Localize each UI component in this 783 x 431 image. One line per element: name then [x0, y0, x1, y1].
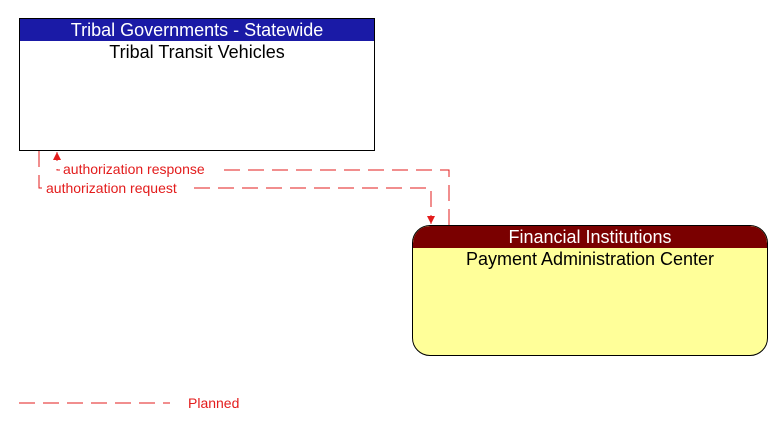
tribal-governments-header: Tribal Governments - Statewide	[20, 19, 374, 41]
payment-administration-center-node[interactable]: Financial Institutions Payment Administr…	[412, 225, 768, 356]
authorization-request-flow[interactable]: authorization request	[38, 151, 435, 224]
legend-planned-label: Planned	[188, 395, 239, 411]
payment-administration-center-title: Payment Administration Center	[465, 249, 715, 269]
authorization-response-flow[interactable]: authorization response	[53, 152, 450, 225]
tribal-transit-vehicles-node[interactable]: Tribal Governments - Statewide Tribal Tr…	[19, 18, 375, 151]
tribal-transit-vehicles-title: Tribal Transit Vehicles	[109, 42, 285, 62]
authorization-request-arrowhead	[427, 216, 435, 224]
financial-institutions-header: Financial Institutions	[413, 226, 767, 248]
authorization-response-arrowhead	[53, 152, 61, 160]
legend: Planned	[19, 395, 239, 411]
authorization-response-label: authorization response	[63, 161, 205, 177]
authorization-request-label: authorization request	[46, 180, 177, 196]
